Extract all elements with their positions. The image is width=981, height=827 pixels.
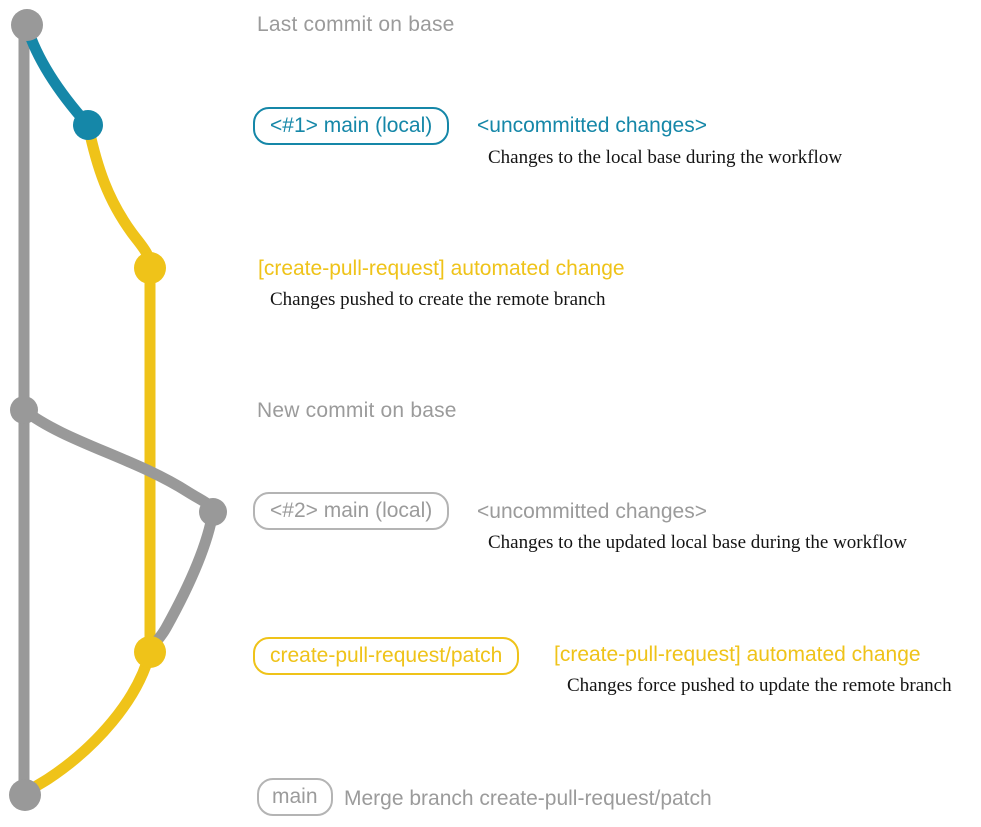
automated-change-2-title: [create-pull-request] automated change xyxy=(554,643,921,666)
commit-node-uncommitted-2 xyxy=(199,498,227,526)
new-commit-label: New commit on base xyxy=(257,399,457,422)
branch-badge-patch-label: create-pull-request/patch xyxy=(270,644,503,667)
last-commit-label: Last commit on base xyxy=(257,13,455,36)
commit-node-last-base xyxy=(11,9,43,41)
branch-badge-main: main xyxy=(257,778,333,816)
patch-branch-merge-edge xyxy=(19,646,156,801)
branch-badge-main-local-1: <#1> main (local) xyxy=(253,107,450,145)
branch-badge-patch: create-pull-request/patch xyxy=(253,637,520,675)
commit-node-uncommitted-1 xyxy=(73,110,103,140)
uncommitted-changes-1-title: <uncommitted changes> xyxy=(477,114,707,137)
main-local-2-in-edge xyxy=(144,506,219,658)
patch-branch-upper-edge xyxy=(82,119,156,274)
commit-node-automated-2 xyxy=(134,636,166,668)
uncommitted-changes-1-description: Changes to the local base during the wor… xyxy=(488,147,843,168)
uncommitted-changes-2-title: <uncommitted changes> xyxy=(477,500,707,523)
commit-node-new-base xyxy=(10,396,38,424)
automated-change-2-description: Changes force pushed to update the remot… xyxy=(567,675,952,696)
branch-badge-main-local-2: <#2> main (local) xyxy=(253,492,450,530)
main-local-1-edge xyxy=(21,21,94,131)
commit-node-automated-1 xyxy=(134,252,166,284)
automated-change-1-description: Changes pushed to create the remote bran… xyxy=(270,289,606,310)
branch-badge-main-label: main xyxy=(272,785,318,808)
commit-graph xyxy=(9,9,227,811)
branch-badge-main-local-1-label: <#1> main (local) xyxy=(270,114,433,137)
automated-change-1-title: [create-pull-request] automated change xyxy=(258,257,625,280)
commit-node-merge xyxy=(9,779,41,811)
merge-commit-title: Merge branch create-pull-request/patch xyxy=(344,787,712,810)
main-local-2-out-edge xyxy=(18,404,219,518)
branch-badge-main-local-2-label: <#2> main (local) xyxy=(270,499,433,522)
uncommitted-changes-2-description: Changes to the updated local base during… xyxy=(488,532,907,553)
